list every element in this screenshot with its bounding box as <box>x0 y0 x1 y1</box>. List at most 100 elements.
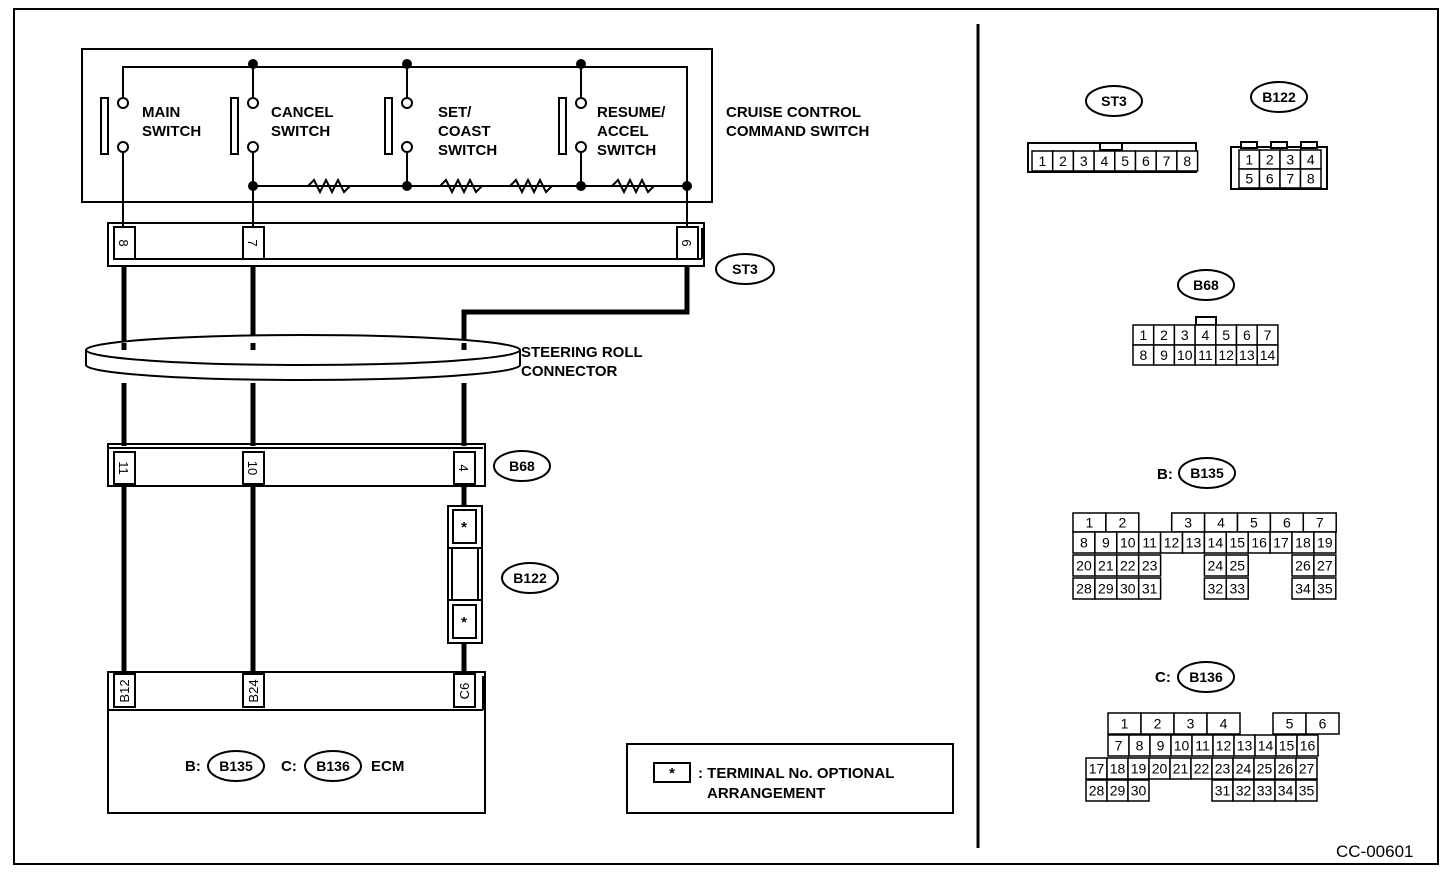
b136-pin-number: 7 <box>1115 738 1123 754</box>
b135-cell <box>1225 554 1249 577</box>
legend-box: * : TERMINAL No. OPTIONAL ARRANGEMENT <box>626 743 954 814</box>
b135-pin-number: 33 <box>1229 581 1245 597</box>
b135-pin-number: 22 <box>1120 558 1136 574</box>
b135-pin-number: 17 <box>1273 535 1289 551</box>
b135-cell <box>1137 554 1162 577</box>
b135-pin-number: 31 <box>1142 581 1158 597</box>
b135-pin-number: 4 <box>1217 515 1225 531</box>
b122-pin-number: 4 <box>1307 152 1315 168</box>
b122-view-label: B122 <box>1262 89 1296 105</box>
b68-pin-number: 6 <box>1243 327 1251 343</box>
b135-pin-number: 12 <box>1164 535 1180 551</box>
b136-pin-number: 34 <box>1278 783 1294 799</box>
b135-pin-number: 30 <box>1120 581 1136 597</box>
b136-cell <box>1206 712 1241 735</box>
b135-cell <box>1137 577 1162 600</box>
b135-pin-number: 21 <box>1098 558 1114 574</box>
b136-pin-number: 32 <box>1236 783 1252 799</box>
b135-pin-number: 20 <box>1076 558 1092 574</box>
b136-pin-number: 23 <box>1215 761 1231 777</box>
ecm-block: B12 B24 C6 B: B135 C: B136 ECM <box>107 671 486 814</box>
b122-pin-number: 5 <box>1245 171 1253 187</box>
b122-connector: * * <box>447 505 483 644</box>
b68-pin-label: 4 <box>456 464 471 471</box>
b136-pin-number: 14 <box>1258 738 1274 754</box>
b68-pin-number: 4 <box>1202 327 1210 343</box>
b135-view-prefix: B: <box>1157 466 1173 483</box>
b135-pin-number: 35 <box>1317 581 1333 597</box>
b136-pin-number: 11 <box>1195 738 1210 754</box>
ecm-c-prefix: C: <box>281 758 297 775</box>
b68-pin-number: 2 <box>1160 327 1168 343</box>
b68-pin-number: 1 <box>1139 327 1147 343</box>
b136-pin-number: 3 <box>1187 716 1195 732</box>
st3-connector-tag: ST3 <box>715 253 775 285</box>
b135-pin-number: 9 <box>1102 535 1110 551</box>
b136-cell <box>1296 734 1319 757</box>
b135-cell <box>1313 531 1337 554</box>
b135-pin-number: 28 <box>1076 581 1092 597</box>
b68-pin-number: 12 <box>1218 347 1234 363</box>
b136-pin-number: 9 <box>1157 738 1165 754</box>
b136-cell <box>1127 779 1150 802</box>
st3-pin-label: 6 <box>679 239 694 246</box>
b136-pin-number: 5 <box>1286 716 1294 732</box>
b68-connector-tag: B68 <box>493 450 551 482</box>
b136-pin-number: 30 <box>1131 783 1147 799</box>
b136-pin-number: 27 <box>1299 761 1315 777</box>
b136-pin-number: 6 <box>1319 716 1327 732</box>
b135-pin-number: 6 <box>1283 515 1291 531</box>
b135-pin-number: 3 <box>1184 515 1192 531</box>
b136-pin-number: 19 <box>1131 761 1147 777</box>
b135-pin-number: 1 <box>1086 515 1094 531</box>
b136-pin-number: 13 <box>1237 738 1253 754</box>
b136-pin-number: 1 <box>1121 716 1129 732</box>
figure-code: CC-00601 <box>1336 842 1414 861</box>
b136-pin-number: 25 <box>1257 761 1273 777</box>
b136-cell <box>1295 757 1318 780</box>
resistor-icon <box>439 177 483 195</box>
b135-pin-number: 5 <box>1250 515 1258 531</box>
b135-pin-number: 32 <box>1208 581 1224 597</box>
b122-connector-tag: B122 <box>501 562 559 594</box>
b135-cell <box>1313 554 1337 577</box>
b136-pin-number: 22 <box>1194 761 1210 777</box>
b135-pin-number: 13 <box>1186 535 1202 551</box>
ecm-b-prefix: B: <box>185 758 201 775</box>
b136-pin-number: 20 <box>1152 761 1168 777</box>
b135-pin-number: 26 <box>1295 558 1311 574</box>
st3-pin-label: 7 <box>245 239 260 246</box>
b122-pin-number: 2 <box>1266 152 1274 168</box>
b68-connector-bar: 11 10 4 <box>107 443 486 487</box>
b68-pin-number: 8 <box>1139 347 1147 363</box>
b68-cell <box>1256 344 1279 366</box>
b135-pin-number: 29 <box>1098 581 1114 597</box>
b68-pin-number: 3 <box>1181 327 1189 343</box>
b136-pin-number: 21 <box>1173 761 1189 777</box>
main-switch-symbol <box>100 97 129 155</box>
ecm-pin-label: C6 <box>457 683 472 700</box>
optional-terminal-mark: * <box>461 519 467 536</box>
b136-pin-number: 31 <box>1215 783 1231 799</box>
b135-pin-number: 7 <box>1316 515 1324 531</box>
b136-pin-number: 17 <box>1089 761 1105 777</box>
b136-pin-number: 10 <box>1174 738 1190 754</box>
b135-pin-number: 34 <box>1295 581 1311 597</box>
b68-view-label: B68 <box>1193 277 1219 293</box>
b136-pin-number: 18 <box>1110 761 1126 777</box>
b135-pin-number: 8 <box>1080 535 1088 551</box>
st3-pin-number: 5 <box>1121 153 1129 169</box>
b135-pin-number: 2 <box>1118 515 1126 531</box>
b122-cell <box>1299 168 1322 189</box>
b122-pin-number: 7 <box>1286 171 1294 187</box>
b68-pin-number: 10 <box>1177 347 1193 363</box>
b136-pin-number: 28 <box>1089 783 1105 799</box>
st3-pin-number: 2 <box>1059 153 1067 169</box>
